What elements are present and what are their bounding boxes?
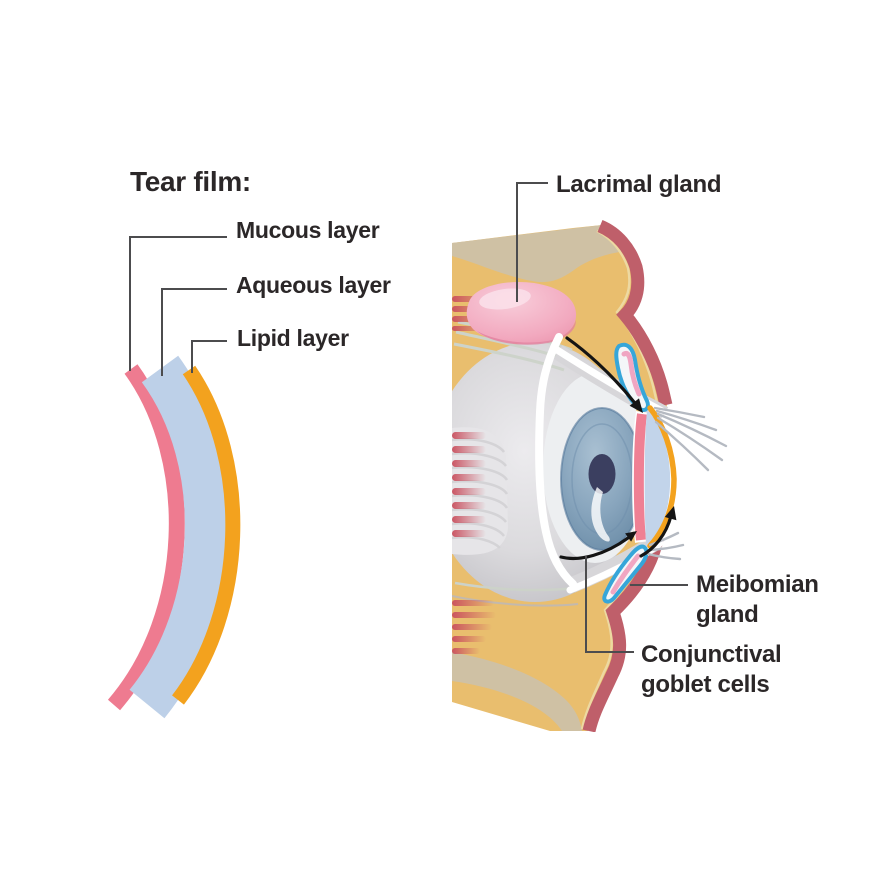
cornea-mucous-layer xyxy=(633,413,647,541)
inferior-muscle-stripes xyxy=(452,600,496,654)
lower-tendon-streak xyxy=(454,581,576,592)
eyeball-crease xyxy=(452,595,579,607)
skin-tan-top-band xyxy=(452,225,626,283)
label-lipid-layer: Lipid layer xyxy=(237,325,349,351)
aqueous-leader-line xyxy=(161,288,227,376)
label-goblet-cells-line2: goblet cells xyxy=(641,671,770,698)
skin-tan-bottom-band xyxy=(452,652,582,731)
tear-flow-arrows xyxy=(559,336,677,561)
iris xyxy=(560,407,644,551)
cornea-aqueous-layer xyxy=(644,410,671,544)
label-goblet-cells-line1: Conjunctival xyxy=(641,641,782,668)
meibomian-gland-upper xyxy=(614,342,650,412)
lacrimal-leader-line xyxy=(516,182,548,302)
left-leader-lines xyxy=(129,236,227,376)
mucous-layer-band xyxy=(107,364,185,711)
label-aqueous-layer: Aqueous layer xyxy=(236,272,391,298)
lipid-leader-line xyxy=(191,340,227,373)
maroon-stripe-upper xyxy=(597,220,673,407)
pupil-highlight xyxy=(591,487,610,542)
label-meibomian-gland: Meibomian gland xyxy=(696,570,819,630)
pupil xyxy=(588,454,616,494)
page-title: Tear film: xyxy=(130,166,251,197)
medial-muscle-stripes xyxy=(452,432,486,537)
cream-line-upper xyxy=(596,229,659,404)
muscle-ridges xyxy=(452,438,509,549)
label-lacrimal-gland: Lacrimal gland xyxy=(556,171,722,198)
tear-film-band xyxy=(107,355,241,719)
maroon-stripe-lower xyxy=(582,538,664,732)
label-conjunctival-goblet-cells: Conjunctival goblet cells xyxy=(641,640,782,700)
label-meibomian-gland-line1: Meibomian xyxy=(696,571,819,598)
mucous-leader-line xyxy=(129,236,227,371)
skin-edge-stripes xyxy=(580,220,673,732)
meibomian-gland-lower xyxy=(602,544,649,604)
eyelashes xyxy=(646,406,728,561)
aqueous-layer-band xyxy=(129,355,230,719)
label-meibomian-gland-line2: gland xyxy=(696,601,759,628)
lipid-layer-band xyxy=(172,365,241,705)
label-mucous-layer: Mucous layer xyxy=(236,217,380,243)
eye-cross-section xyxy=(452,220,728,732)
goblet-cells-leader-line xyxy=(585,556,634,653)
right-leader-lines xyxy=(516,182,688,653)
